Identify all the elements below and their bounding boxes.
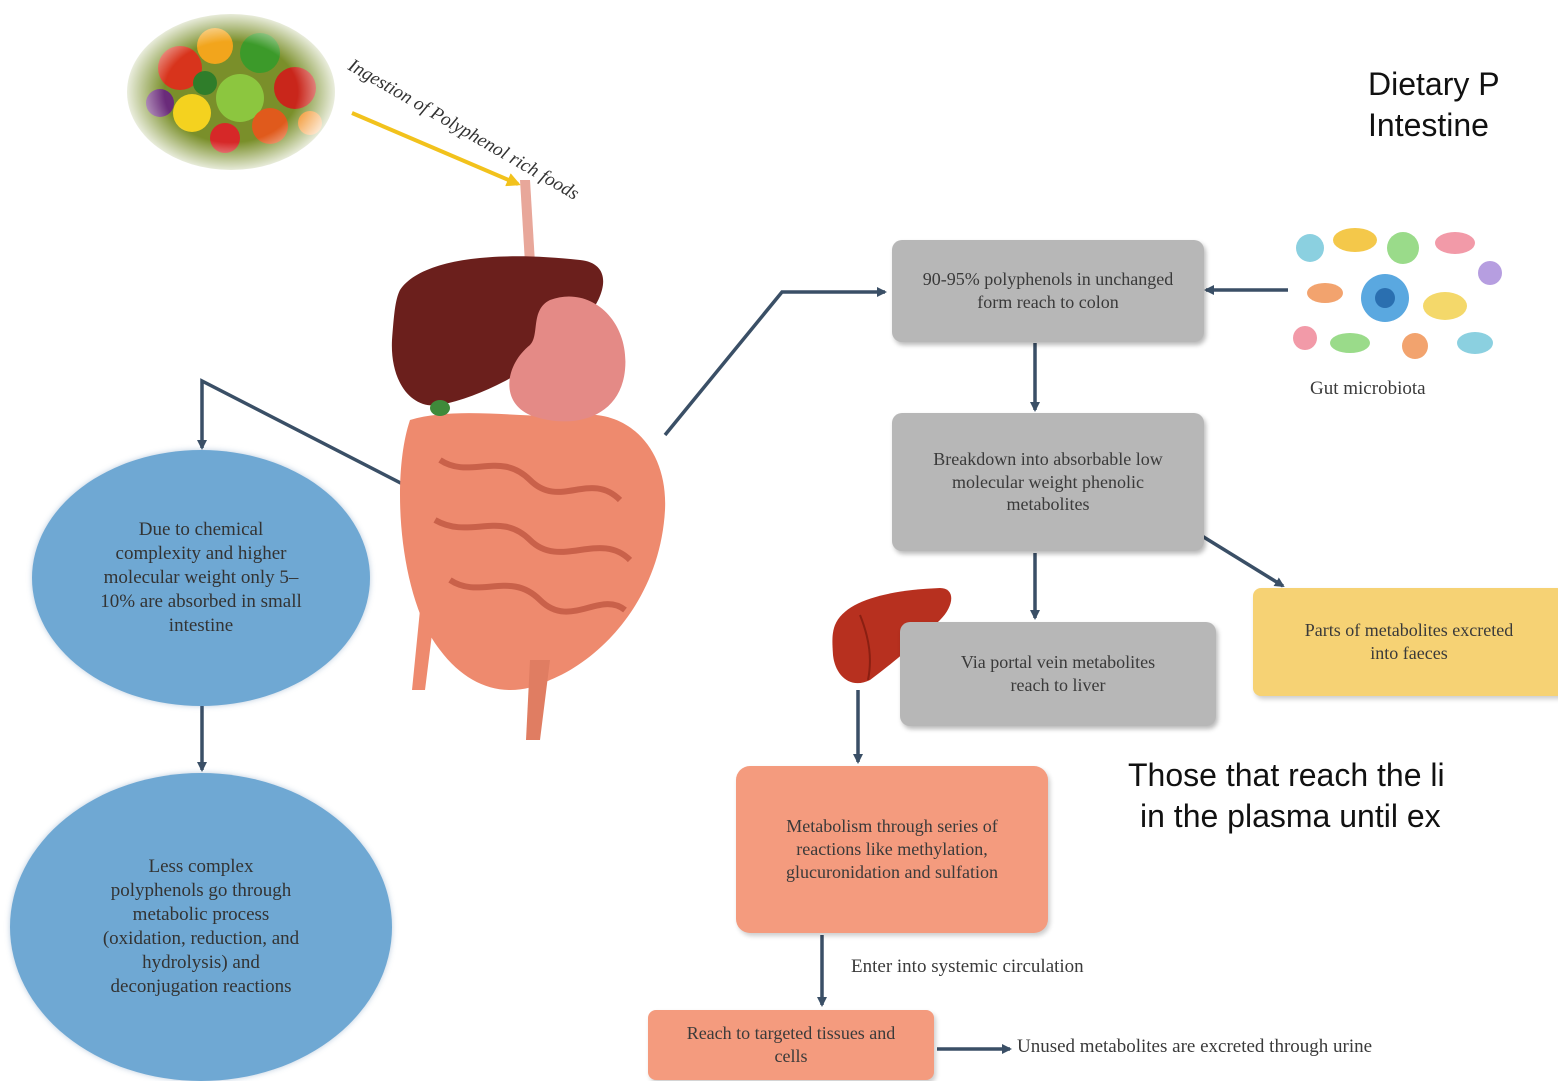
caption-bottom: Those that reach the li in the plasma un… xyxy=(1128,755,1445,837)
gut-microbiota-label: Gut microbiota xyxy=(1310,378,1426,400)
digestive-system-image xyxy=(380,180,680,750)
node-portal-vein: Via portal vein metabolites reach to liv… xyxy=(900,622,1216,726)
caption-top-line1: Dietary P xyxy=(1368,64,1500,105)
oval-small-intestine: Due to chemical complexity and higher mo… xyxy=(32,450,370,706)
urine-label: Unused metabolites are excreted through … xyxy=(1017,1036,1372,1058)
caption-top-line2: Intestine xyxy=(1368,105,1500,146)
gut-microbiota-image xyxy=(1285,218,1507,366)
node-breakdown: Breakdown into absorbable low molecular … xyxy=(892,413,1204,551)
node-colon: 90-95% polyphenols in unchanged form rea… xyxy=(892,240,1204,342)
node-metabolism: Metabolism through series of reactions l… xyxy=(736,766,1048,933)
arrow-to-colon xyxy=(665,292,885,435)
oval-less-complex: Less complex polyphenols go through meta… xyxy=(10,773,392,1081)
caption-bottom-line2: in the plasma until ex xyxy=(1128,796,1445,837)
node-faeces: Parts of metabolites excreted into faece… xyxy=(1253,588,1558,696)
node-targeted: Reach to targeted tissues and cells xyxy=(648,1010,934,1080)
caption-bottom-line1: Those that reach the li xyxy=(1128,755,1445,796)
arrow-breakdown-to-faeces xyxy=(1202,536,1283,586)
fruit-vegetable-image xyxy=(120,8,342,176)
caption-top: Dietary P Intestine xyxy=(1368,64,1500,146)
systemic-circulation-label: Enter into systemic circulation xyxy=(851,956,1084,978)
